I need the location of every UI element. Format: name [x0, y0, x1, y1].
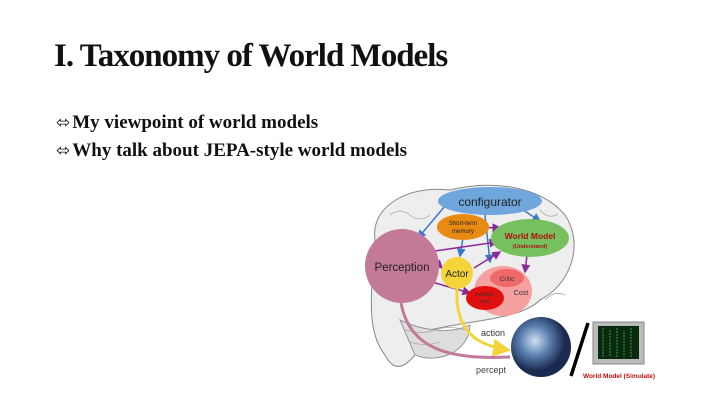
- svg-text:cost: cost: [480, 299, 491, 305]
- actor-node: Actor: [441, 257, 473, 289]
- world-model-node: World Model (Understand): [491, 219, 569, 257]
- short-term-memory-node: Short-term memory: [437, 214, 489, 240]
- connection-arrows: [398, 205, 542, 359]
- left-right-arrow-icon: ⬄: [56, 141, 71, 161]
- svg-text:memory: memory: [452, 229, 474, 235]
- cost-node: Critic Intrinsic cost Cost: [466, 266, 532, 316]
- configurator-node: configurator: [438, 187, 542, 215]
- svg-text:Cost: Cost: [514, 290, 528, 297]
- simulate-label: World Model (Simulate): [583, 373, 655, 380]
- slide-title: I. Taxonomy of World Models: [54, 38, 448, 74]
- left-right-arrow-icon: ⬄: [56, 113, 71, 133]
- svg-text:Actor: Actor: [445, 269, 469, 280]
- svg-text:(Understand): (Understand): [513, 244, 547, 250]
- svg-text:Critic: Critic: [500, 276, 516, 283]
- slash-divider: [569, 322, 590, 377]
- bullet-item: ⬄My viewpoint of world models: [56, 112, 319, 133]
- matrix-monitor-icon: [592, 321, 645, 365]
- earth-image: [511, 317, 571, 377]
- bullet-item: ⬄Why talk about JEPA-style world models: [56, 140, 408, 161]
- svg-text:configurator: configurator: [458, 195, 521, 209]
- svg-text:Short-term: Short-term: [449, 221, 477, 227]
- perception-node: Perception: [365, 229, 439, 303]
- svg-text:Perception: Perception: [375, 262, 430, 274]
- svg-text:World Model: World Model: [505, 231, 556, 241]
- action-label: action: [481, 328, 505, 338]
- percept-label: percept: [476, 365, 507, 375]
- svg-text:Intrinsic: Intrinsic: [476, 292, 495, 298]
